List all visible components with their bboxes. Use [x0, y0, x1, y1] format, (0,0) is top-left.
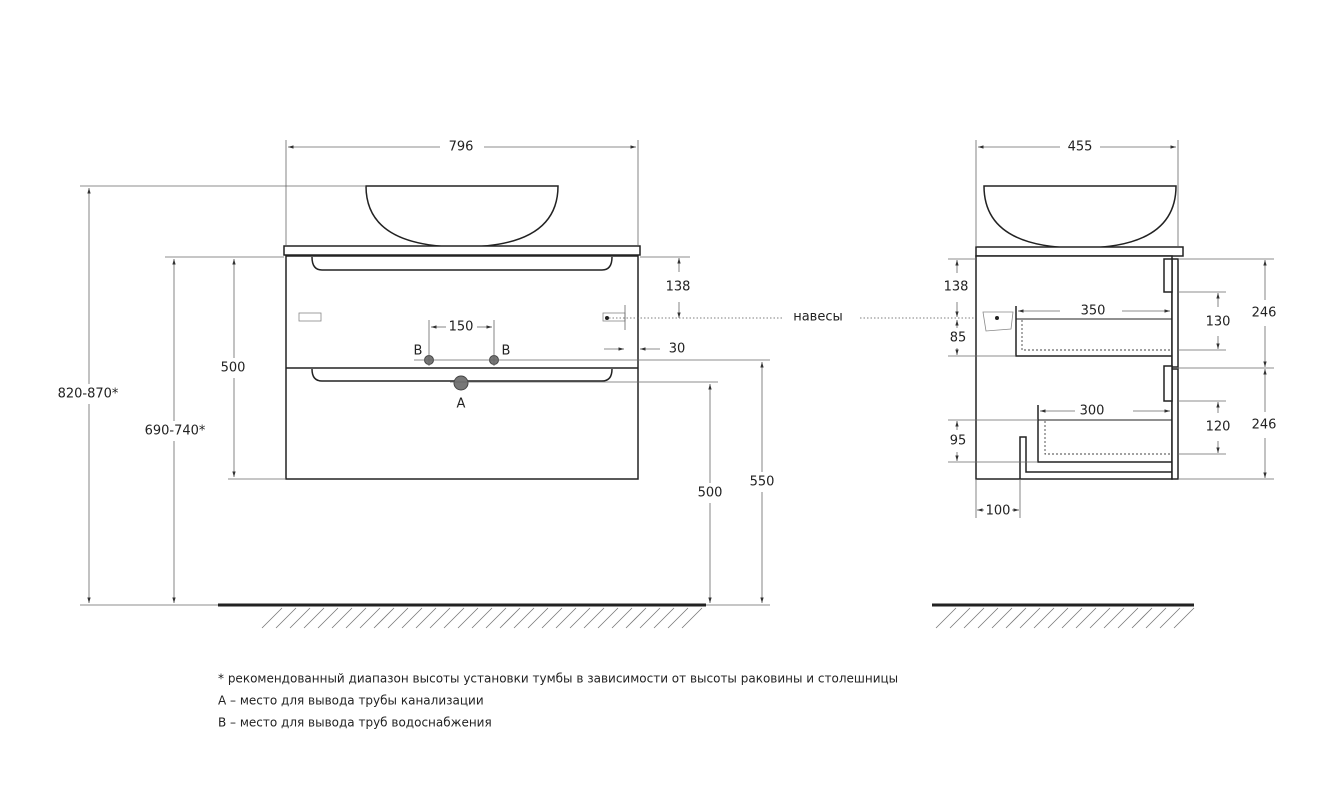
- hatch-line: [303, 607, 325, 629]
- dim-back-offset: 100: [986, 504, 1011, 519]
- hatch-line: [373, 607, 395, 629]
- hatch-line: [667, 607, 689, 629]
- hatch-line: [415, 607, 437, 629]
- hatch-line: [1047, 607, 1069, 629]
- side-basin: [983, 185, 1177, 249]
- hatch-line: [401, 607, 423, 629]
- drawer-handle-top: [311, 256, 613, 271]
- hatch-line: [625, 607, 647, 629]
- side-cabinet: [975, 255, 1173, 480]
- hatch-line: [499, 607, 521, 629]
- dim-drawer1-depth: 350: [1081, 304, 1106, 319]
- hatch-line: [443, 607, 465, 629]
- hatch-line: [359, 607, 381, 629]
- hatch-line: [261, 607, 283, 629]
- dim-hinge-side: 30: [669, 342, 686, 357]
- hatch-line: [527, 607, 549, 629]
- hatch-line: [597, 607, 619, 629]
- side-front-panel-bottom: [1171, 368, 1179, 480]
- hatch-line: [1005, 607, 1027, 629]
- hatch-line: [1033, 607, 1055, 629]
- hatch-line: [289, 607, 311, 629]
- hatch-line: [1145, 607, 1167, 629]
- dim-water-height: 550: [750, 475, 775, 490]
- hatch-line: [485, 607, 507, 629]
- hatch-line: [949, 607, 971, 629]
- note-drain: А – место для вывода трубы канализации: [218, 694, 484, 708]
- hatch-line: [317, 607, 339, 629]
- dim-drawer2-front: 246: [1252, 418, 1277, 433]
- hinge-point: [605, 316, 609, 320]
- dim-depth: 455: [1068, 140, 1093, 155]
- hinge-left: [298, 312, 322, 322]
- hatch-line: [1131, 607, 1153, 629]
- hatch-line: [1075, 607, 1097, 629]
- hatch-line: [977, 607, 999, 629]
- front-basin: [365, 185, 559, 248]
- hatch-line: [681, 607, 703, 629]
- dim-drain-height: 500: [698, 486, 723, 501]
- drain-label: A: [457, 397, 466, 412]
- hatch-line: [429, 607, 451, 629]
- hatch-line: [345, 607, 367, 629]
- hatch-line: [1159, 607, 1181, 629]
- hatch-line: [387, 607, 409, 629]
- hatch-line: [1173, 607, 1195, 629]
- hatch-line: [331, 607, 353, 629]
- hatch-line: [471, 607, 493, 629]
- hatch-line: [1117, 607, 1139, 629]
- dim-water-spacing: 150: [449, 320, 474, 335]
- dim-hinge-top-front: 138: [666, 280, 691, 295]
- hatch-line: [653, 607, 675, 629]
- note-water: В – место для вывода труб водоснабжения: [218, 716, 492, 730]
- hatch-line: [639, 607, 661, 629]
- hatch-line: [583, 607, 605, 629]
- side-countertop: [975, 246, 1184, 257]
- hatch-line: [1089, 607, 1111, 629]
- hatch-line: [991, 607, 1013, 629]
- side-handle-bottom: [1163, 365, 1173, 402]
- dim-drawer2-offset: 95: [950, 434, 967, 449]
- front-countertop: [283, 245, 641, 256]
- dim-cabinet-height: 500: [221, 361, 246, 376]
- front-view: B B A 796 820-870* 690-740* 500 138 30: [50, 138, 779, 629]
- hatch-line: [935, 607, 957, 629]
- hatch-line: [513, 607, 535, 629]
- hatch-line: [1103, 607, 1125, 629]
- dim-drawer1-inner: 130: [1206, 315, 1231, 330]
- dim-drawer2-depth: 300: [1080, 404, 1105, 419]
- hatch-line: [275, 607, 297, 629]
- hatch-line: [541, 607, 563, 629]
- hatch-line: [1019, 607, 1041, 629]
- side-view: 455 138 85 95 100 350 300 130 120: [932, 138, 1277, 629]
- dim-drawer1-offset: 85: [950, 331, 967, 346]
- floor-hatch-front: [261, 607, 703, 629]
- dim-drawer1-front: 246: [1252, 306, 1277, 321]
- dim-hinge-top-side: 138: [944, 280, 969, 295]
- dim-width-front: 796: [449, 140, 474, 155]
- water-label-left: B: [414, 344, 423, 359]
- hatch-line: [569, 607, 591, 629]
- note-height-range: * рекомендованный диапазон высоты устано…: [218, 672, 898, 686]
- drain-pipe: [453, 375, 469, 391]
- side-handle-top: [1163, 258, 1173, 293]
- hatch-line: [457, 607, 479, 629]
- side-hinge: [982, 311, 1014, 332]
- hatch-line: [555, 607, 577, 629]
- hatch-line: [1061, 607, 1083, 629]
- hatch-line: [963, 607, 985, 629]
- dim-drawer2-inner: 120: [1206, 420, 1231, 435]
- side-front-panel-top: [1171, 258, 1179, 368]
- dim-total-height: 820-870*: [58, 387, 119, 402]
- hatch-line: [611, 607, 633, 629]
- water-label-right: B: [502, 344, 511, 359]
- dim-mount-height: 690-740*: [145, 424, 206, 439]
- floor-hatch-side: [935, 607, 1195, 629]
- hinges-label: навесы: [793, 310, 843, 325]
